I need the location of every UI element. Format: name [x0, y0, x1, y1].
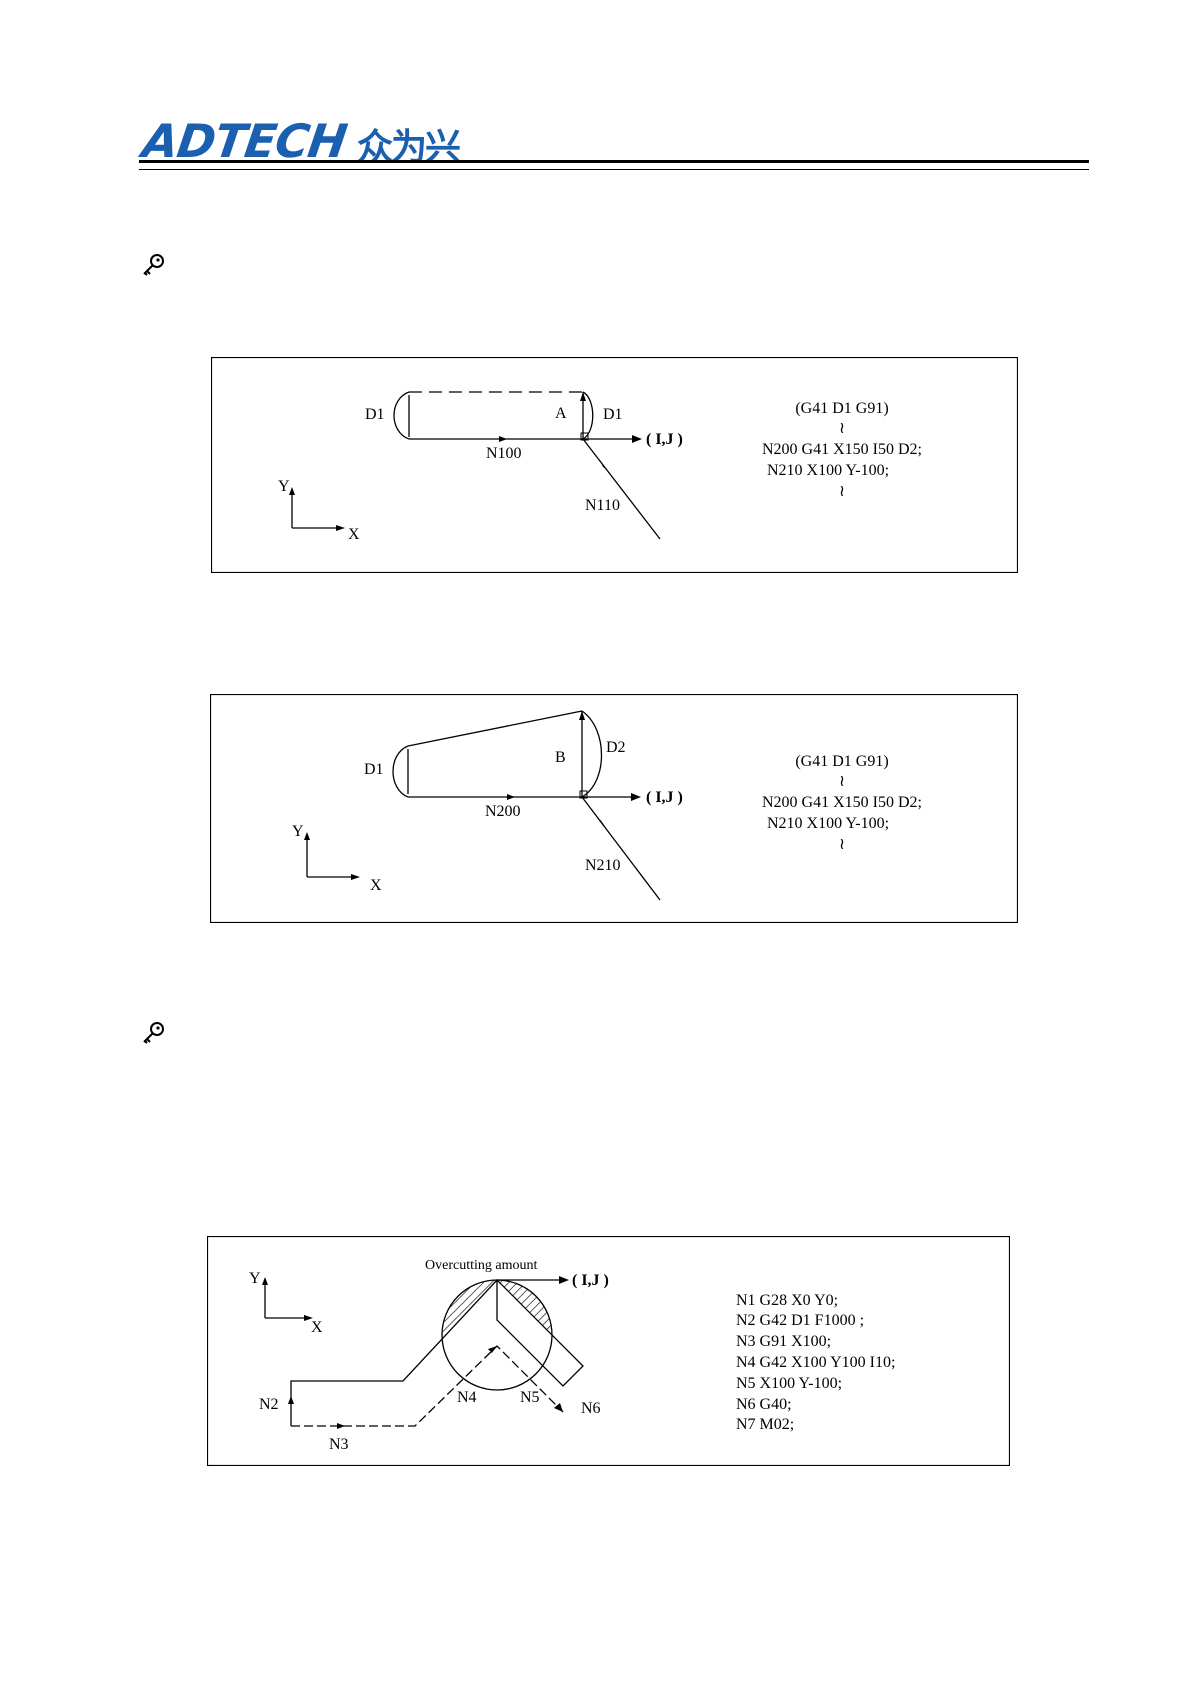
code-line: ≀ [839, 836, 845, 853]
label-overcutting-title: Overcutting amount [425, 1258, 537, 1273]
code-line: N200 G41 X150 I50 D2; [762, 794, 922, 811]
label-y: Y [292, 823, 304, 840]
code-line: N5 X100 Y-100; [736, 1375, 842, 1392]
overcut-region-left [442, 1280, 497, 1334]
label-n3: N3 [329, 1436, 349, 1453]
label-n6: N6 [581, 1400, 601, 1417]
figure-frame [210, 694, 1018, 923]
label-ij: ( I,J ) [572, 1272, 609, 1289]
code-line: (G41 D1 G91) [795, 753, 888, 770]
label-d1-left: D1 [365, 406, 385, 423]
key-icon [143, 254, 164, 276]
code-line: N1 G28 X0 Y0; [736, 1292, 838, 1309]
code-line: (G41 D1 G91) [795, 400, 888, 417]
label-x: X [311, 1319, 323, 1336]
label-d1-left: D1 [364, 761, 384, 778]
label-y: Y [249, 1270, 261, 1287]
code-line: N7 M02; [736, 1416, 794, 1433]
figure-frame [207, 1236, 1010, 1466]
code-line: ≀ [839, 483, 845, 500]
header-rule-thin [139, 169, 1089, 170]
code-line: N200 G41 X150 I50 D2; [762, 441, 922, 458]
code-line: N210 X100 Y-100; [767, 815, 889, 832]
offset-path-slanted [407, 710, 583, 747]
figure-overcutting: Overcutting amount ( I,J ) Y X N2 N3 N4 … [207, 1236, 1010, 1466]
label-point-b: B [555, 749, 566, 766]
label-x: X [348, 526, 360, 543]
tool-center-path [290, 1279, 584, 1426]
label-ij: ( I,J ) [646, 789, 683, 806]
label-ij: ( I,J ) [646, 431, 683, 448]
label-block-n100: N100 [486, 445, 522, 462]
code-line: ≀ [839, 773, 845, 790]
label-block-n200: N200 [485, 803, 521, 820]
approach-path-n210 [581, 796, 661, 901]
key-icon [143, 1022, 164, 1044]
code-line: ≀ [839, 420, 845, 437]
header-rule-thick [139, 160, 1089, 163]
label-d2-right: D2 [606, 739, 626, 756]
label-x: X [370, 877, 382, 894]
code-line: N210 X100 Y-100; [767, 462, 889, 479]
label-n4: N4 [457, 1389, 477, 1406]
code-line: N2 G42 D1 F1000 ; [736, 1312, 864, 1329]
label-d1-right: D1 [603, 406, 623, 423]
figure-frame [211, 357, 1018, 573]
code-line: N6 G40; [736, 1396, 792, 1413]
label-point-a: A [555, 405, 567, 422]
code-block: (G41 D1 G91) ≀ N200 G41 X150 I50 D2; N21… [762, 753, 922, 853]
tool-arc-left [392, 745, 409, 798]
code-block: N1 G28 X0 Y0; N2 G42 D1 F1000 ; N3 G91 X… [736, 1292, 895, 1433]
figure-offset-change-a: D1 A D1 ( I,J ) N100 N110 Y X (G41 D1 G9… [211, 357, 1018, 573]
figure-offset-change-b: D1 B D2 ( I,J ) N200 N210 Y X (G41 D1 G9… [210, 694, 1018, 923]
code-line: N4 G42 X100 Y100 I10; [736, 1354, 895, 1371]
label-y: Y [278, 478, 290, 495]
label-n110: N110 [585, 497, 620, 514]
label-n5: N5 [520, 1389, 540, 1406]
tool-arc-left [393, 391, 410, 440]
label-n2: N2 [259, 1396, 279, 1413]
label-n210: N210 [585, 857, 621, 874]
code-line: N3 G91 X100; [736, 1333, 831, 1350]
code-block: (G41 D1 G91) ≀ N200 G41 X150 I50 D2; N21… [762, 400, 922, 500]
approach-path-n110 [582, 438, 661, 540]
page-header: ADTECH 众为兴 [139, 112, 1089, 180]
